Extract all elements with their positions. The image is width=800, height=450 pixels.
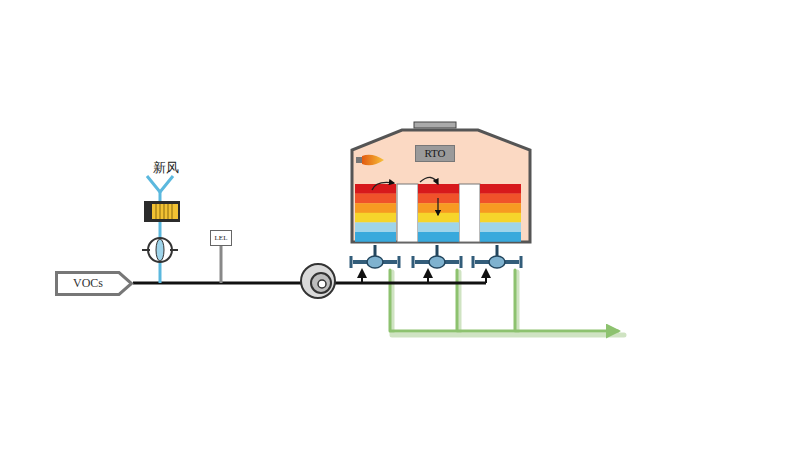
fresh-air-label: 新风 [153,161,179,174]
valve-flange [413,256,461,268]
exhaust-lines [390,270,624,335]
switch-valves [351,245,521,268]
node-text: RTO [424,148,445,159]
bed-band [418,232,459,242]
bed-band [480,203,521,213]
valve-flange [351,256,399,268]
valve-stem [374,245,377,256]
source-tag: VOCs [55,271,133,296]
valve-body [489,256,505,268]
valve-stem [436,245,439,256]
bed-band [480,184,521,194]
fresh-air-branch [147,176,173,283]
valve-body [429,256,445,268]
bed-band [480,213,521,223]
filter [144,201,180,222]
node-text: LEL [215,235,228,242]
lel-probe [220,246,223,283]
rto-chamber [352,122,530,242]
valve-body [367,256,383,268]
fan [301,264,335,298]
bed-band [418,184,459,194]
damper [142,238,178,262]
valve-flange [473,256,521,268]
valve-stem [496,245,499,256]
bed-band [480,194,521,204]
rto-label: RTO [415,145,455,162]
node-text: VOCs [73,277,103,289]
bed-band [418,222,459,232]
bed-band [355,232,396,242]
bed-band [355,194,396,204]
bed-band [355,222,396,232]
bed-band [355,213,396,223]
bed-band [480,232,521,242]
lel-sensor: LEL [210,230,232,246]
bed-band [355,203,396,213]
bed-band [480,222,521,232]
